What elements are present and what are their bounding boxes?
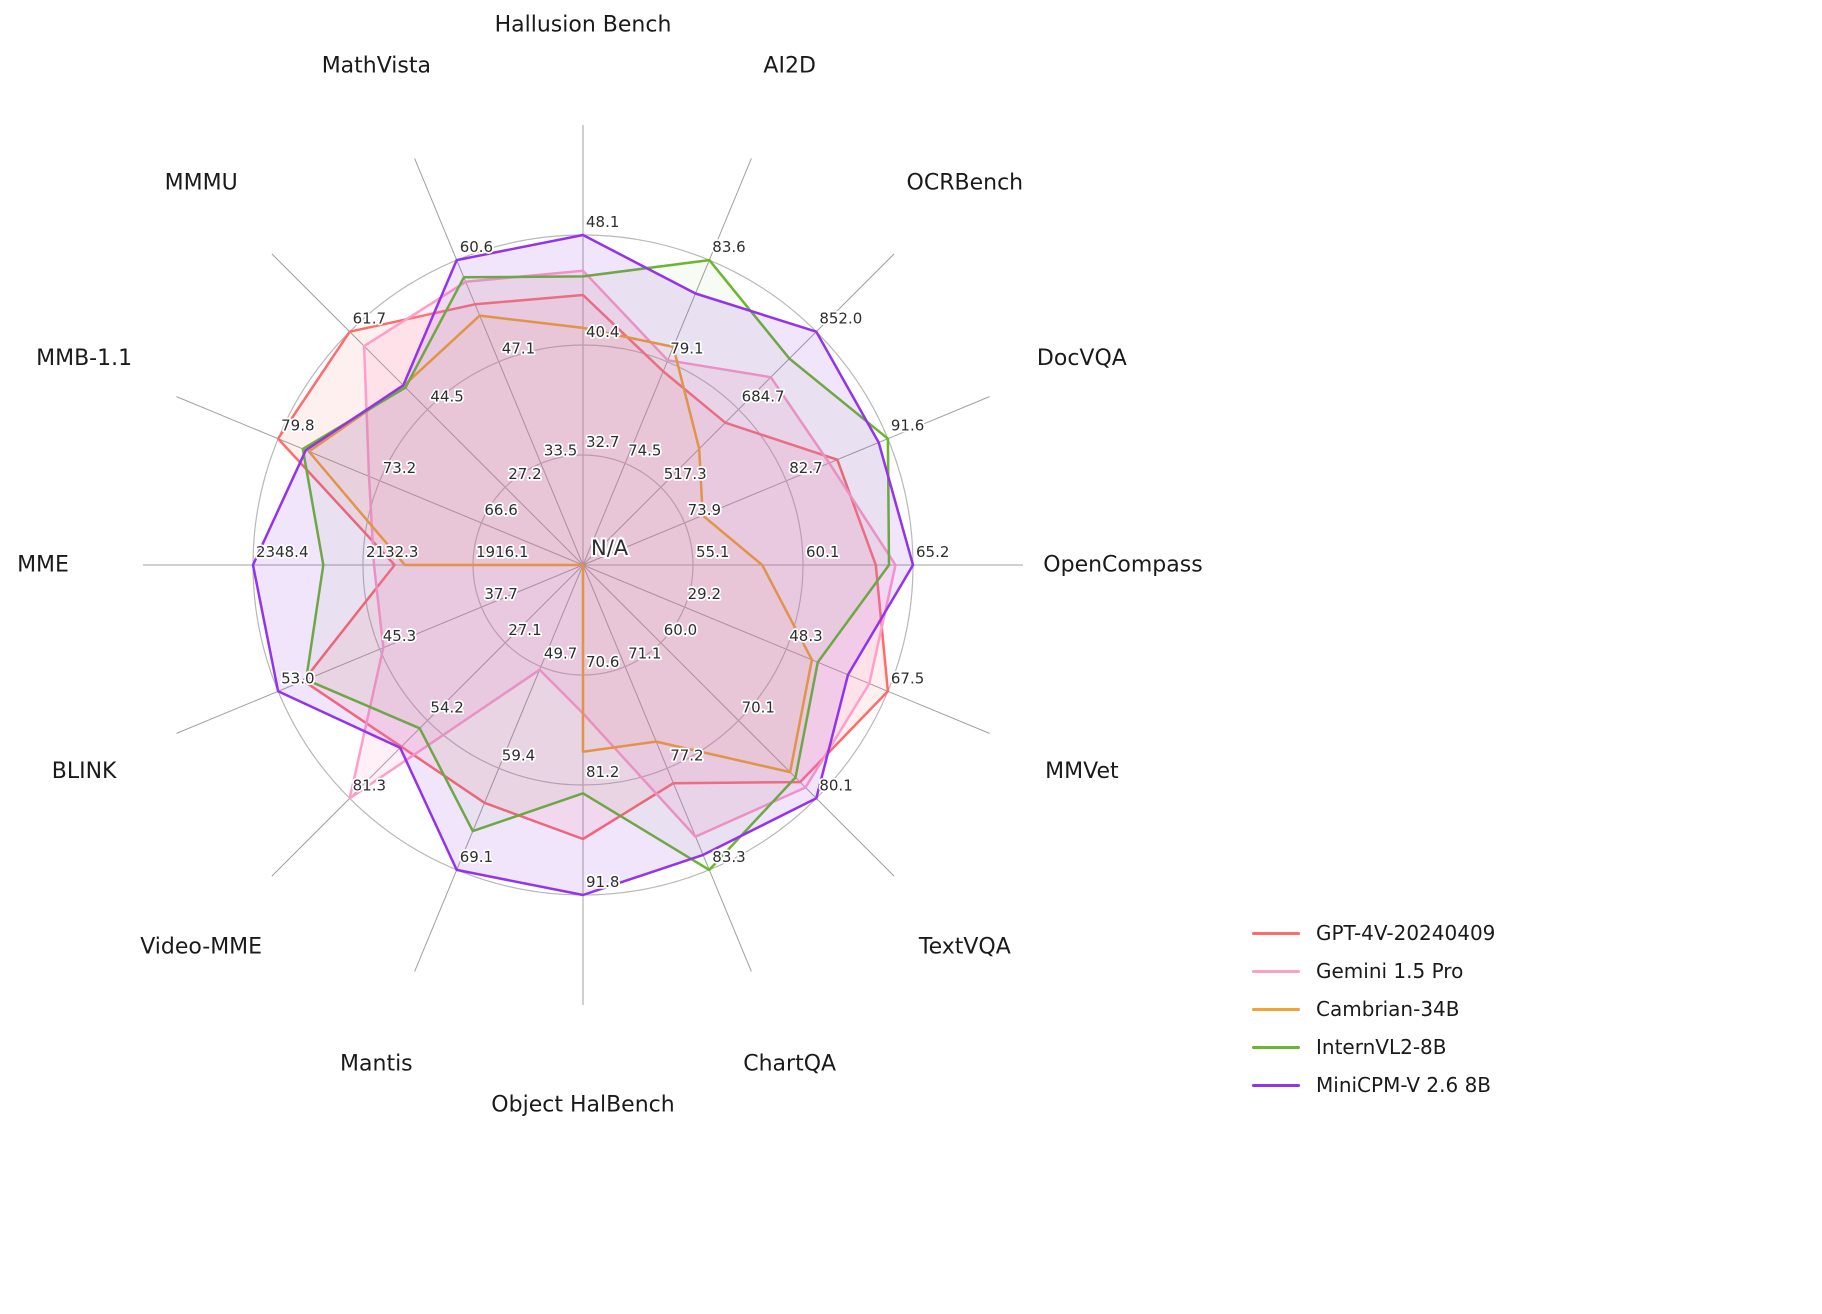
tick-label: 55.1 — [696, 543, 729, 561]
tick-label: 83.6 — [712, 238, 745, 256]
tick-label: 60.0 — [664, 621, 697, 639]
legend-swatch — [1252, 1007, 1300, 1011]
tick-label: 69.1 — [460, 848, 493, 866]
tick-label: 33.5 — [544, 441, 577, 459]
tick-label: 2348.4 — [256, 543, 309, 561]
tick-label: 81.2 — [586, 763, 619, 781]
axis-label-hallusion-bench: Hallusion Bench — [495, 13, 672, 38]
tick-label: 27.2 — [508, 465, 541, 483]
series-polygon-minicpm-v-2-6-8b — [251, 233, 915, 897]
tick-label: 71.1 — [628, 645, 661, 663]
legend-swatch — [1252, 1083, 1300, 1087]
axis-label-textvqa: TextVQA — [918, 934, 1011, 959]
tick-label: 74.5 — [628, 441, 661, 459]
tick-label: 70.6 — [586, 653, 619, 671]
axis-label-ai2d: AI2D — [763, 54, 815, 79]
tick-label: 2132.3 — [366, 543, 419, 561]
axis-label-mathvista: MathVista — [322, 54, 431, 79]
tick-label: 48.1 — [586, 213, 619, 231]
tick-label: 684.7 — [742, 387, 785, 405]
tick-label: 67.5 — [891, 669, 924, 687]
tick-label: 37.7 — [484, 585, 517, 603]
axis-label-mmvet: MMVet — [1045, 759, 1119, 784]
tick-label: 80.1 — [819, 776, 852, 794]
legend-item: InternVL2-8B — [1252, 1035, 1495, 1059]
axis-label-blink: BLINK — [52, 759, 117, 784]
tick-label: 40.4 — [586, 323, 619, 341]
tick-label: 82.7 — [789, 459, 822, 477]
tick-label: 48.3 — [789, 627, 822, 645]
tick-label: 54.2 — [430, 699, 463, 717]
tick-label: 29.2 — [688, 585, 721, 603]
legend-label: Cambrian-34B — [1316, 997, 1460, 1021]
legend-item: GPT-4V-20240409 — [1252, 921, 1496, 945]
tick-label: 49.7 — [544, 645, 577, 663]
tick-label: 66.6 — [484, 501, 517, 519]
legend-label: Gemini 1.5 Pro — [1316, 959, 1464, 983]
legend-swatch — [1252, 931, 1300, 935]
tick-label: 70.1 — [742, 699, 775, 717]
tick-label: 91.6 — [891, 417, 924, 435]
tick-label: 77.2 — [670, 746, 703, 764]
axis-label-video-mme: Video-MME — [140, 934, 262, 959]
legend-item: Gemini 1.5 Pro — [1252, 959, 1495, 983]
legend-item: MiniCPM-V 2.6 8B — [1252, 1073, 1495, 1097]
legend-label: GPT-4V-20240409 — [1316, 921, 1496, 945]
legend-label: MiniCPM-V 2.6 8B — [1316, 1073, 1492, 1097]
tick-label: 81.3 — [353, 776, 386, 794]
tick-label: 47.1 — [502, 340, 535, 358]
tick-label: 517.3 — [664, 465, 707, 483]
tick-label: 32.7 — [586, 433, 619, 451]
axis-label-mmmu: MMMU — [165, 171, 238, 196]
axis-label-object-halbench: Object HalBench — [491, 1093, 674, 1118]
legend-swatch — [1252, 1045, 1300, 1049]
tick-label: 60.6 — [460, 238, 493, 256]
tick-label: 45.3 — [383, 627, 416, 645]
tick-label: 852.0 — [819, 310, 862, 328]
tick-label: 1916.1 — [476, 543, 529, 561]
tick-label: 73.2 — [383, 459, 416, 477]
tick-label: 61.7 — [353, 310, 386, 328]
axis-label-mmb-1-1: MMB-1.1 — [36, 346, 132, 371]
center-na-label: N/A — [591, 536, 629, 560]
legend-item: Cambrian-34B — [1252, 997, 1495, 1021]
axis-label-docvqa: DocVQA — [1037, 346, 1127, 371]
legend-label: InternVL2-8B — [1316, 1035, 1447, 1059]
tick-label: 44.5 — [430, 387, 463, 405]
tick-label: 59.4 — [502, 746, 535, 764]
axis-label-ocrbench: OCRBench — [907, 171, 1024, 196]
tick-label: 60.1 — [806, 543, 839, 561]
tick-label: 73.9 — [688, 501, 721, 519]
grid-ring — [362, 344, 804, 786]
tick-label: 79.1 — [670, 340, 703, 358]
axis-label-opencompass: OpenCompass — [1043, 553, 1202, 578]
legend-swatch — [1252, 969, 1300, 973]
axis-label-mantis: Mantis — [340, 1051, 413, 1076]
axis-label-chartqa: ChartQA — [743, 1051, 836, 1076]
tick-label: 83.3 — [712, 848, 745, 866]
tick-label: 91.8 — [586, 873, 619, 891]
tick-label: 65.2 — [916, 543, 949, 561]
tick-label: 53.0 — [281, 669, 314, 687]
axis-label-mme: MME — [17, 553, 69, 578]
tick-label: 27.1 — [508, 621, 541, 639]
tick-label: 79.8 — [281, 417, 314, 435]
